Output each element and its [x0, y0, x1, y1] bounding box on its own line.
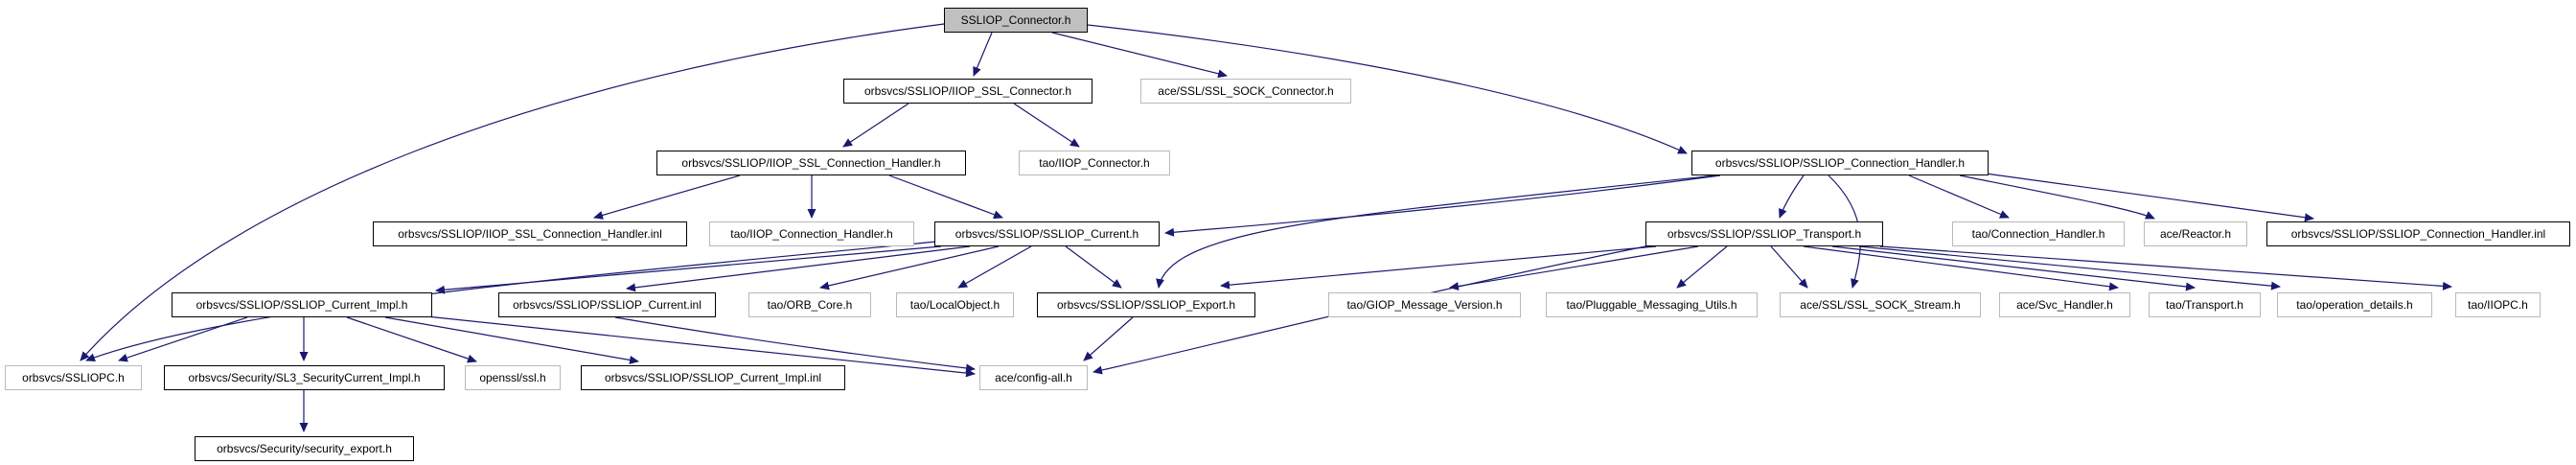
edge-current-impl-current-impl-inl: [384, 316, 639, 364]
edge-ssliop-current-current-inl: [626, 245, 971, 292]
node-ssliop-connector-h: SSLIOP_Connector.h: [944, 8, 1088, 33]
edge-transport-tao-operation-details: [1858, 245, 2281, 291]
edge-transport-pluggable-messaging-utils: [1676, 245, 1728, 289]
edge-ssliop-current-tao-localobject: [957, 245, 1032, 289]
node-ace-reactor: ace/Reactor.h: [2144, 221, 2247, 246]
node-iiop-ssl-connection-handler-inl[interactable]: orbsvcs/SSLIOP/IIOP_SSL_Connection_Handl…: [373, 221, 687, 246]
edge-ssliop-current-ssliop-export: [1065, 245, 1122, 289]
node-ssliopc: orbsvcs/SSLIOPC.h: [5, 365, 142, 390]
edge-transport-ace-ssl-sock-stream: [1770, 245, 1808, 289]
edge-ssliop-ch-ssliop-export: [1156, 174, 1716, 289]
node-iiop-ssl-connector[interactable]: orbsvcs/SSLIOP/IIOP_SSL_Connector.h: [843, 79, 1092, 104]
edge-iiop-ssl-connector-tao-iiop-connector: [1013, 103, 1080, 148]
edge-transport-tao-transport: [1831, 245, 2196, 291]
node-ssliop-current-impl-inl[interactable]: orbsvcs/SSLIOP/SSLIOP_Current_Impl.inl: [581, 365, 845, 390]
node-ssliop-connection-handler-inl[interactable]: orbsvcs/SSLIOP/SSLIOP_Connection_Handler…: [2266, 221, 2570, 246]
node-ssliop-export[interactable]: orbsvcs/SSLIOP/SSLIOP_Export.h: [1037, 292, 1255, 317]
edge-iiop-ssl-ch-inl: [593, 174, 741, 220]
edge-ssliop-ch-ace-reactor: [1959, 174, 2155, 220]
node-tao-iiop-connector: tao/IIOP_Connector.h: [1019, 151, 1170, 175]
edge-ssliop-ch-ssliop-transport: [1779, 174, 1805, 219]
node-tao-transport: tao/Transport.h: [2149, 292, 2261, 317]
node-ssliop-current[interactable]: orbsvcs/SSLIOP/SSLIOP_Current.h: [934, 221, 1160, 246]
node-ssliop-transport[interactable]: orbsvcs/SSLIOP/SSLIOP_Transport.h: [1645, 221, 1883, 246]
edge-ssliop-export-ace-config-all: [1083, 316, 1134, 361]
edge-ssliop-current-tao-orb-core: [819, 245, 1000, 291]
node-openssl-ssl: openssl/ssl.h: [465, 365, 561, 390]
edge-ssliop-ch-tao-connection-handler: [1908, 174, 2010, 219]
node-tao-operation-details: tao/operation_details.h: [2277, 292, 2432, 317]
edge-transport-ace-config-all: [1092, 244, 1651, 375]
edge-transport-ssliop-export: [1220, 245, 1657, 290]
edge-current-impl-ssliopc: [118, 316, 248, 362]
edge-transport-tao-iiopc: [1879, 245, 2452, 291]
node-security-export[interactable]: orbsvcs/Security/security_export.h: [195, 436, 414, 461]
edge-ssliop-current-ssliopc: [85, 241, 937, 362]
edge-ssliop-ch-ssliop-current: [1164, 174, 1721, 237]
edge-current-impl-openssl: [346, 316, 477, 363]
node-ssliop-current-inl[interactable]: orbsvcs/SSLIOP/SSLIOP_Current.inl: [498, 292, 716, 317]
node-iiop-ssl-connection-handler[interactable]: orbsvcs/SSLIOP/IIOP_SSL_Connection_Handl…: [656, 151, 966, 175]
edge-iiop-ssl-ch-ssliop-current: [888, 174, 1003, 220]
node-tao-pluggable-messaging-utils: tao/Pluggable_Messaging_Utils.h: [1546, 292, 1758, 317]
edge-current-inl-ace-config-all: [614, 316, 976, 373]
node-tao-localobject: tao/LocalObject.h: [896, 292, 1014, 317]
node-ace-config-all: ace/config-all.h: [979, 365, 1088, 390]
node-ssliop-connection-handler[interactable]: orbsvcs/SSLIOP/SSLIOP_Connection_Handler…: [1691, 151, 1989, 175]
node-ace-ssl-sock-stream: ace/SSL/SSL_SOCK_Stream.h: [1780, 292, 1981, 317]
edge-root-iiop-ssl-connector: [973, 32, 993, 77]
node-ssl-sock-connector: ace/SSL/SSL_SOCK_Connector.h: [1140, 79, 1351, 104]
node-tao-iiop-connection-handler: tao/IIOP_Connection_Handler.h: [709, 221, 914, 246]
node-ace-svc-handler: ace/Svc_Handler.h: [1999, 292, 2130, 317]
node-tao-giop-message-version: tao/GIOP_Message_Version.h: [1328, 292, 1521, 317]
edge-transport-ace-svc-handler: [1803, 245, 2119, 291]
edge-iiop-ssl-connector-iiop-ssl-connection-handler: [842, 103, 909, 148]
edge-ssliop-ch-ssliop-ch-inl: [1985, 173, 2314, 222]
edge-root-ssl-sock-connector: [1051, 32, 1228, 79]
node-tao-iiopc: tao/IIOPC.h: [2455, 292, 2541, 317]
node-ssliop-current-impl[interactable]: orbsvcs/SSLIOP/SSLIOP_Current_Impl.h: [172, 292, 432, 317]
edge-root-ssliopc: [80, 23, 945, 361]
node-sl3-securitycurrent-impl[interactable]: orbsvcs/Security/SL3_SecurityCurrent_Imp…: [164, 365, 445, 390]
node-tao-connection-handler: tao/Connection_Handler.h: [1952, 221, 2125, 246]
node-tao-orb-core: tao/ORB_Core.h: [748, 292, 871, 317]
edge-transport-giop-message-version: [1449, 245, 1699, 291]
edge-root-ssliop-connection-handler: [1087, 24, 1688, 154]
